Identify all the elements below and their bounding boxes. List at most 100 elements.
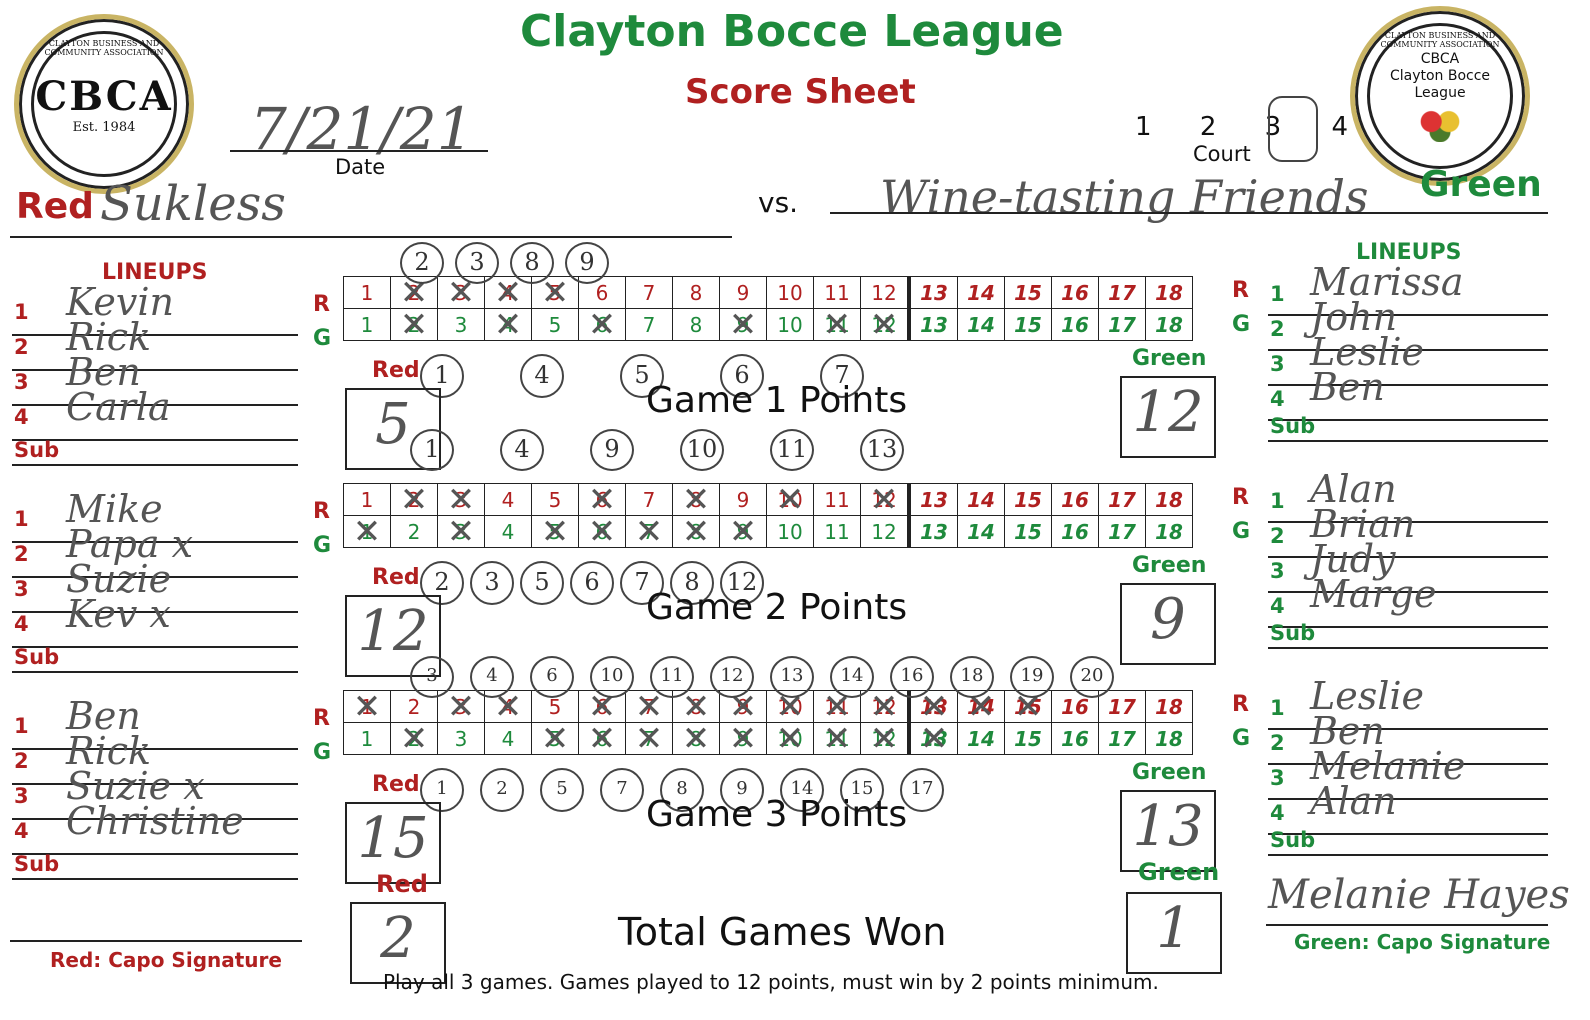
red-point-cell[interactable]: 17 [1098,483,1146,516]
red-point-cell[interactable]: 13 [907,276,958,309]
green-point-cell[interactable]: 5 [531,308,579,341]
green-point-cell[interactable]: 11 [813,306,861,346]
green-point-cell[interactable]: 5 [531,513,579,553]
green-point-cell[interactable]: 6 [578,306,626,346]
red-point-cell[interactable]: 18 [1145,276,1193,309]
green-point-cell[interactable]: 18 [1145,722,1193,755]
green-point-cell[interactable]: 15 [1004,308,1052,341]
green-point-cell[interactable]: 2 [390,515,438,548]
green-point-cell[interactable]: 18 [1145,308,1193,341]
red-point-cell[interactable]: 1 [343,688,391,728]
green-point-cell[interactable]: 16 [1051,308,1099,341]
red-point-cell[interactable]: 16 [1051,690,1099,723]
red-lineup-number: 4 [14,612,29,636]
red-point-cell[interactable]: 16 [1051,276,1099,309]
green-point-cell[interactable]: 13 [907,515,958,548]
red-point-cell[interactable]: 10 [766,481,814,521]
red-point-cell[interactable]: 1 [343,483,391,516]
red-point-cell[interactable]: 14 [957,276,1005,309]
green-point-cell[interactable]: 11 [813,515,861,548]
red-point-cell[interactable]: 18 [1145,483,1193,516]
green-point-cell[interactable]: 8 [672,720,720,760]
red-point-cell[interactable]: 17 [1098,690,1146,723]
green-point-cell[interactable]: 8 [672,513,720,553]
red-point-cell[interactable]: 12 [860,481,910,521]
green-point-cell[interactable]: 14 [957,515,1005,548]
green-point-cell[interactable]: 1 [343,513,391,553]
red-point-cell[interactable]: 1 [343,276,391,309]
green-point-cell[interactable]: 9 [719,720,767,760]
red-point-cell[interactable]: 6 [578,276,626,309]
red-point-cell[interactable]: 4 [484,483,532,516]
red-point-cell[interactable]: 17 [1098,276,1146,309]
red-point-cell[interactable]: 10 [766,276,814,309]
green-point-cell[interactable]: 13 [907,720,958,760]
green-point-cell[interactable]: 12 [860,515,910,548]
green-point-cell[interactable]: 4 [484,515,532,548]
court-2: 2 [1199,112,1217,142]
green-point-cell[interactable]: 15 [1004,515,1052,548]
green-point-cell[interactable]: 10 [766,720,814,760]
green-point-cell[interactable]: 7 [625,720,673,760]
red-point-cell[interactable]: 15 [1004,483,1052,516]
red-point-cell[interactable]: 5 [531,483,579,516]
green-point-cell[interactable]: 9 [719,513,767,553]
red-point-cell[interactable]: 8 [672,481,720,521]
green-point-cell[interactable]: 16 [1051,515,1099,548]
green-point-cell[interactable]: 14 [957,308,1005,341]
green-point-cell[interactable]: 2 [390,306,438,346]
green-point-cell[interactable]: 2 [390,720,438,760]
red-point-cell[interactable]: 3 [437,481,485,521]
page-title: Clayton Bocce League [520,6,1064,57]
green-point-cell[interactable]: 7 [625,308,673,341]
green-point-cell[interactable]: 18 [1145,515,1193,548]
red-point-cell[interactable]: 9 [719,276,767,309]
red-point-cell[interactable]: 7 [625,276,673,309]
red-point-cell[interactable]: 11 [813,483,861,516]
green-point-cell[interactable]: 1 [343,722,391,755]
green-point-cell[interactable]: 4 [484,722,532,755]
green-point-cell[interactable]: 12 [860,306,910,346]
green-point-cell[interactable]: 1 [343,308,391,341]
green-lineup-line [1268,314,1548,316]
red-point-cell[interactable]: 3 [437,688,485,728]
red-point-cell[interactable]: 12 [860,276,910,309]
red-lineup-player: Kevin [66,280,174,324]
red-point-cell[interactable]: 13 [907,483,958,516]
red-point-cell[interactable]: 11 [813,276,861,309]
green-point-cell[interactable]: 16 [1051,722,1099,755]
red-point-cell[interactable]: 2 [390,690,438,723]
green-point-cell[interactable]: 12 [860,720,910,760]
green-point-cell[interactable]: 3 [437,308,485,341]
red-point-cell[interactable]: 18 [1145,690,1193,723]
green-point-cell[interactable]: 5 [531,720,579,760]
green-point-cell[interactable]: 15 [1004,722,1052,755]
green-point-cell[interactable]: 10 [766,515,814,548]
red-point-cell[interactable]: 7 [625,483,673,516]
green-point-cell[interactable]: 3 [437,722,485,755]
green-point-cell[interactable]: 11 [813,720,861,760]
green-point-cell[interactable]: 17 [1098,722,1146,755]
green-point-cell[interactable]: 10 [766,308,814,341]
red-tally-circle: 10 [680,429,724,471]
red-point-cell[interactable]: 2 [390,481,438,521]
green-point-cell[interactable]: 3 [437,513,485,553]
green-point-cell[interactable]: 4 [484,306,532,346]
green-point-cell[interactable]: 17 [1098,308,1146,341]
green-point-cell[interactable]: 14 [957,722,1005,755]
red-point-cell[interactable]: 8 [672,276,720,309]
green-point-cell[interactable]: 8 [672,308,720,341]
red-point-cell[interactable]: 6 [578,481,626,521]
green-point-cell[interactable]: 6 [578,513,626,553]
green-point-cell[interactable]: 17 [1098,515,1146,548]
green-point-cell[interactable]: 9 [719,306,767,346]
red-point-cell[interactable]: 9 [719,483,767,516]
red-point-cell[interactable]: 14 [957,483,1005,516]
green-point-cell[interactable]: 13 [907,308,958,341]
green-sub-label: Sub [1270,414,1316,438]
red-point-cell[interactable]: 15 [1004,276,1052,309]
green-point-cell[interactable]: 7 [625,513,673,553]
green-point-cell[interactable]: 6 [578,720,626,760]
red-point-cell[interactable]: 16 [1051,483,1099,516]
red-team-line [10,236,732,238]
